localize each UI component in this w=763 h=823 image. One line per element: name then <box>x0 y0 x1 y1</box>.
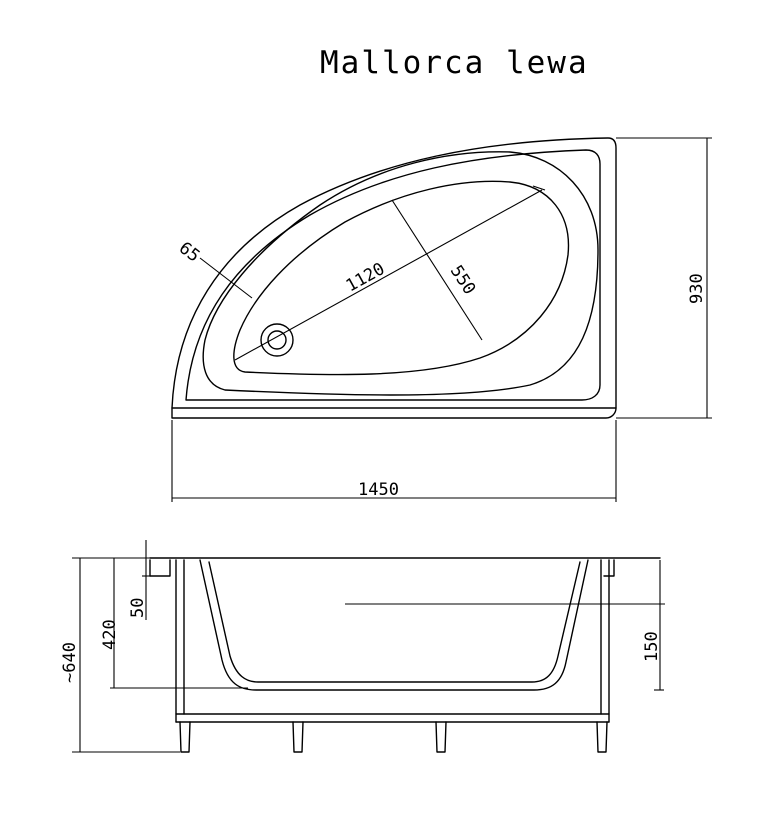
basin-profile-inner <box>208 561 581 683</box>
total-height-label: ~640 <box>60 642 80 683</box>
basin-length-dimension-line <box>234 189 543 361</box>
side-rim-left-step <box>149 559 171 577</box>
leg-1 <box>179 721 191 753</box>
rim-height-label: 50 <box>128 598 148 618</box>
top-view: 1120 550 65 1450 930 <box>171 137 712 502</box>
basin-length-arrow <box>532 185 546 191</box>
leg-3 <box>435 721 447 753</box>
drawing-title: Mallorca lewa <box>320 45 589 81</box>
depth-label: 930 <box>687 273 707 304</box>
basin-depth-label: 420 <box>100 619 120 650</box>
basin-length-label: 1120 <box>343 259 389 296</box>
drain-outer-ring <box>260 323 294 357</box>
leg-4 <box>596 721 608 753</box>
drain-inner-ring <box>267 330 287 350</box>
side-rim-right-step <box>603 559 615 577</box>
rim-inner-edge <box>185 149 601 401</box>
width-label: 1450 <box>358 480 399 500</box>
basin-inner-contour <box>233 180 570 376</box>
side-view: ~640 420 50 150 <box>60 540 665 753</box>
basin-width-dimension-line <box>391 199 483 341</box>
rim-width-dimension-line <box>199 257 253 299</box>
overflow-height-label: 150 <box>642 631 662 662</box>
basin-profile-outer <box>199 559 589 691</box>
basin-outer-contour <box>202 151 599 396</box>
rim-width-label: 65 <box>175 238 203 266</box>
basin-width-label: 550 <box>446 262 480 299</box>
leg-2 <box>292 721 304 753</box>
